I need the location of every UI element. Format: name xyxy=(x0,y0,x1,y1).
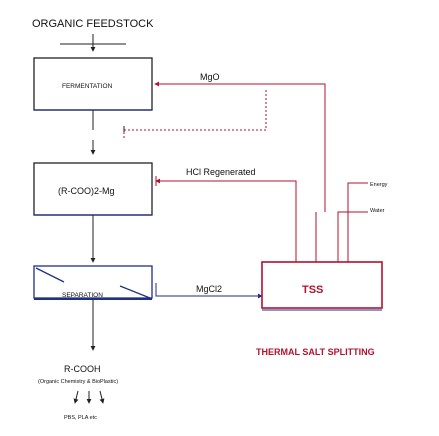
energy-label: Energy xyxy=(370,182,388,188)
mgo-flow-line xyxy=(154,81,326,212)
product-uses: (Organic Chemistry & BioPlastic) xyxy=(38,379,118,385)
separation-box-shadow xyxy=(34,298,152,300)
fermentation-label: FERMENTATION xyxy=(62,83,113,90)
water-label: Water xyxy=(370,208,385,214)
mgo-label: MgO xyxy=(200,72,220,82)
fermentation-box xyxy=(33,57,153,111)
tss-label: TSS xyxy=(302,284,323,296)
water-flow-line xyxy=(337,211,368,262)
hcl-flow-line xyxy=(155,178,297,262)
energy-flow-line xyxy=(347,182,368,262)
tss-caption: THERMAL SALT SPLITTING xyxy=(256,347,375,357)
separation-diagonal-top xyxy=(35,267,65,283)
product-name: R-COOH xyxy=(64,364,101,374)
separation-diagonal-bottom xyxy=(119,285,151,299)
feedstock-title: ORGANIC FEEDSTOCK xyxy=(32,18,154,30)
product-arrow-right xyxy=(99,390,105,404)
product-examples: PBS, PLA etc xyxy=(64,415,97,421)
product-arrow-left xyxy=(73,390,79,404)
hcl-label: HCl Regenerated xyxy=(186,167,256,177)
separation-label: SEPARATION xyxy=(62,292,103,299)
magnesium-salt-box xyxy=(33,162,153,216)
magnesium-salt-label: (R-COO)2-Mg xyxy=(58,186,115,196)
tss-box xyxy=(261,261,383,309)
mgcl2-label: MgCl2 xyxy=(196,284,222,294)
dashed-recycle-line xyxy=(123,90,267,140)
